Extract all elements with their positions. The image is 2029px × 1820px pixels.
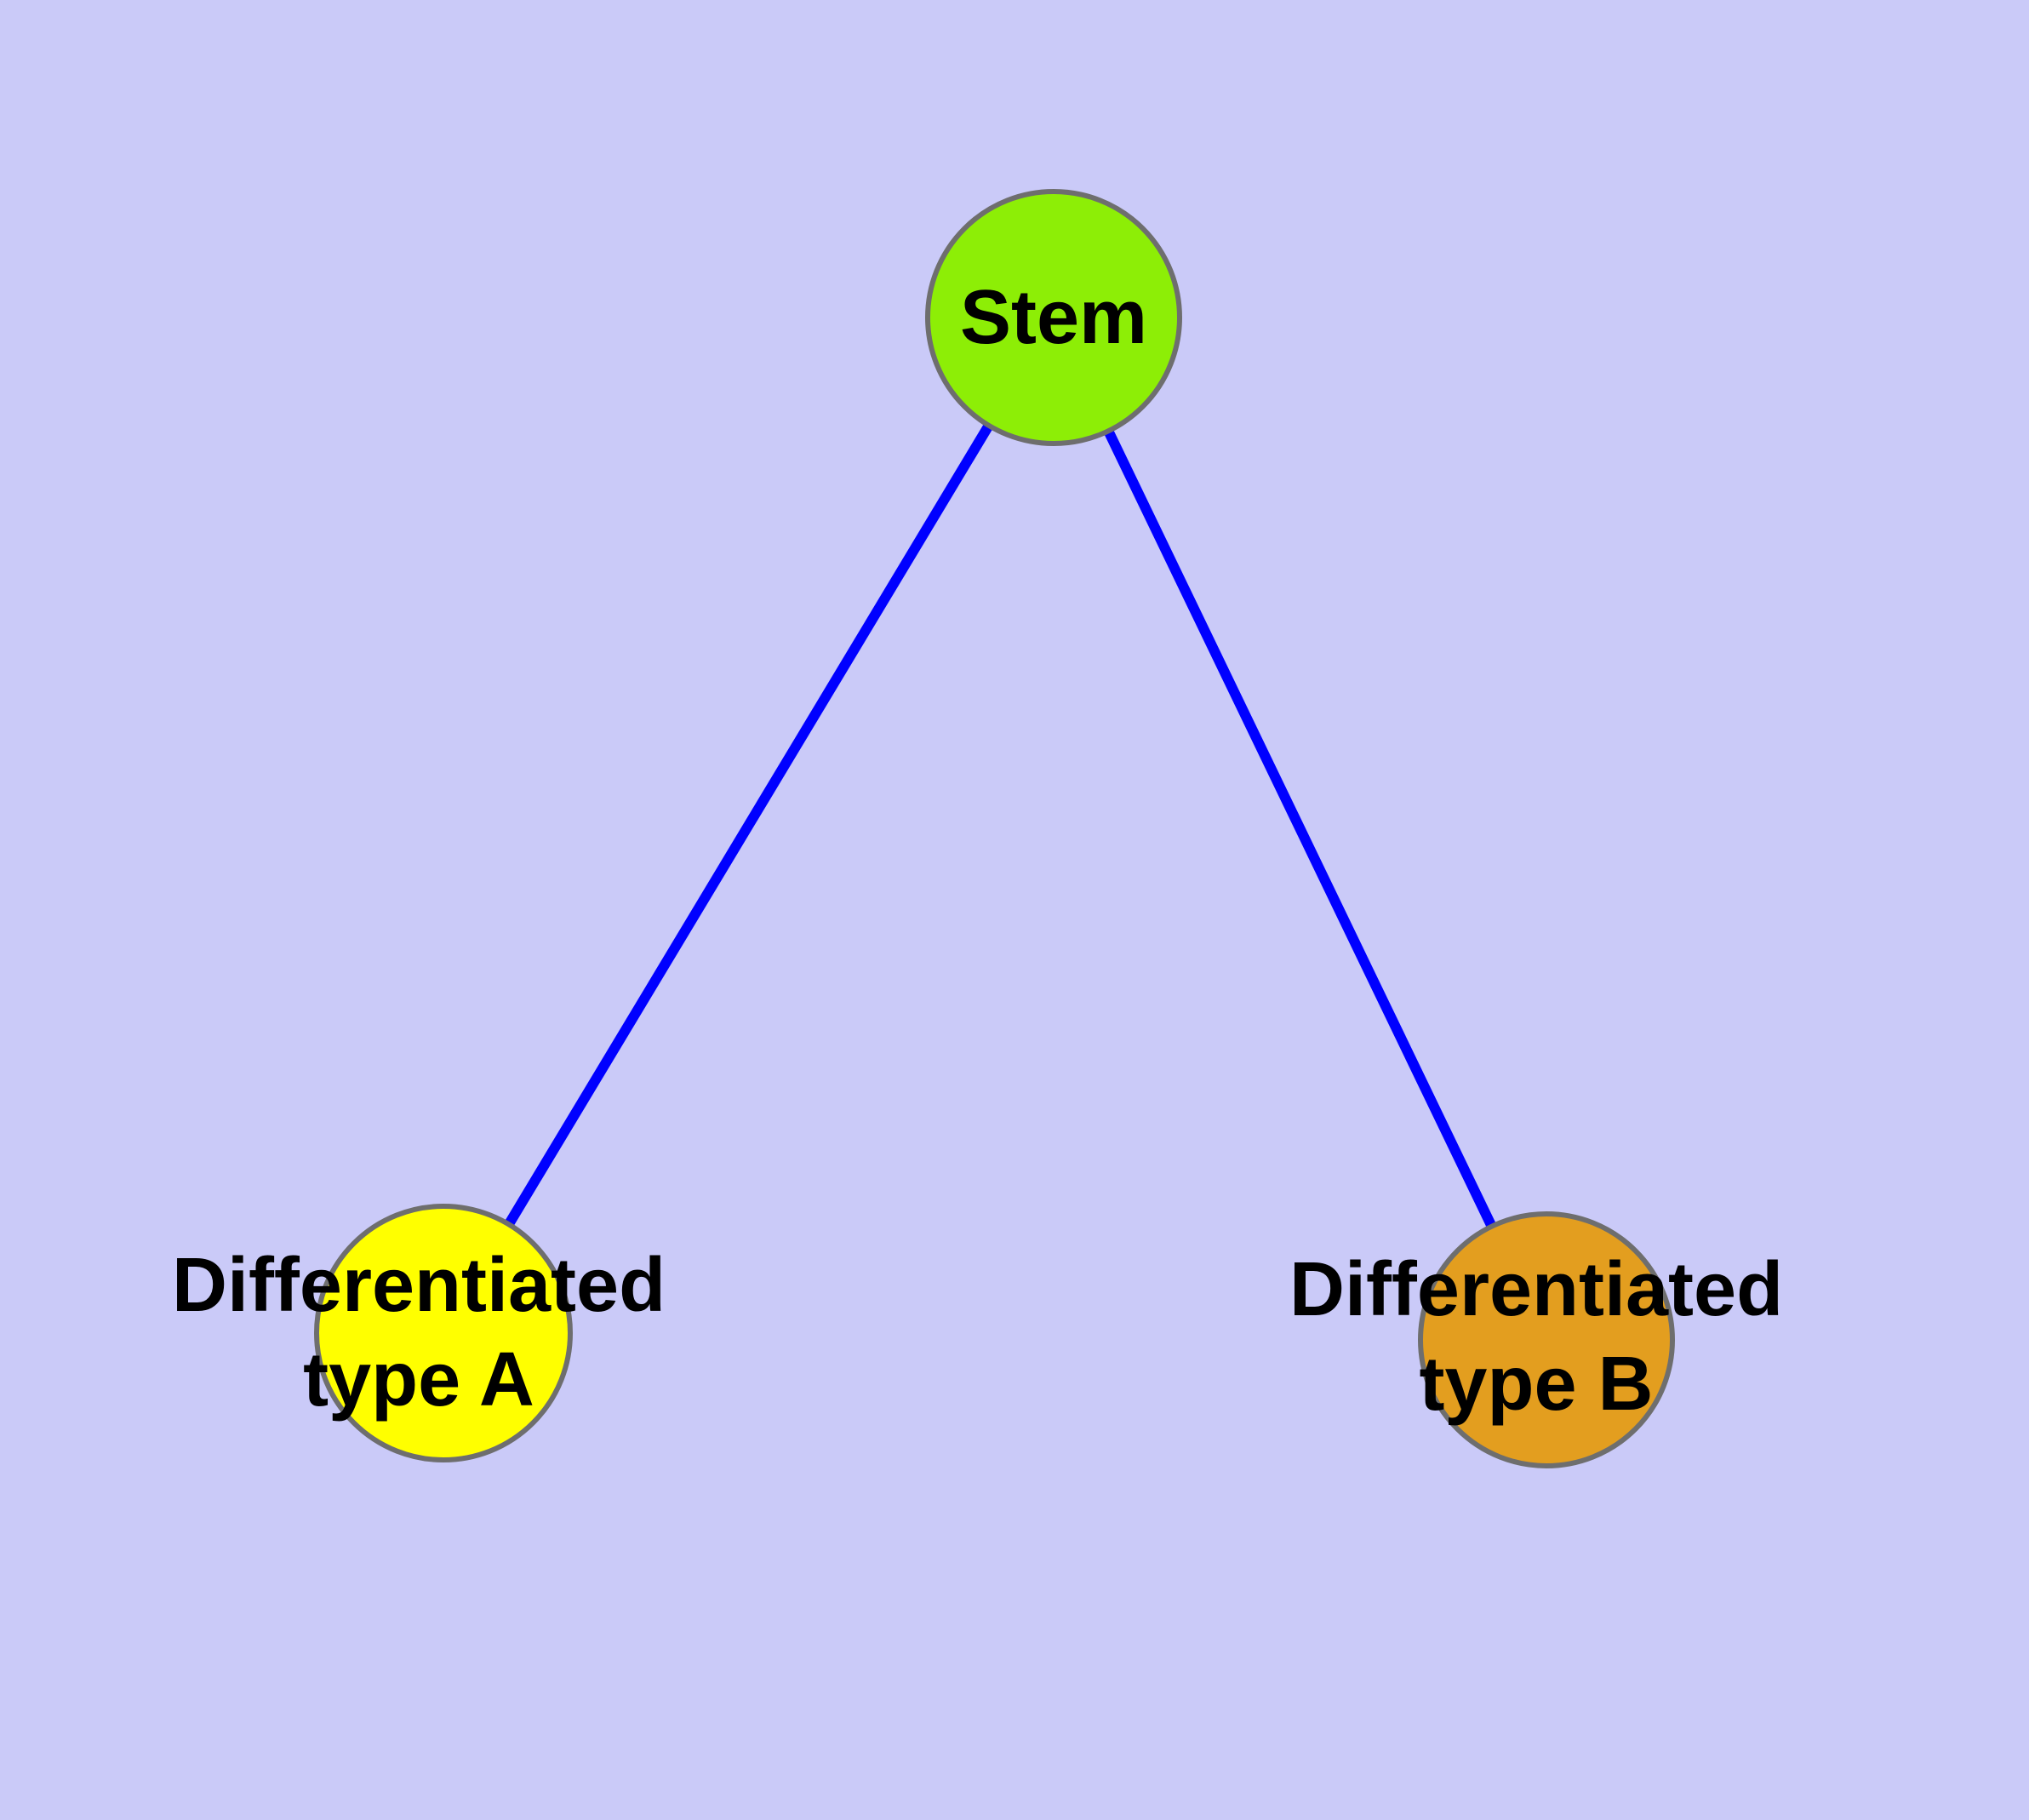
node-differentiated-type-b-label: Differentiated type B xyxy=(1289,1243,1783,1432)
label-line-1: Differentiated xyxy=(171,1243,666,1328)
node-stem-label: Stem xyxy=(959,274,1148,360)
label-line-1: Differentiated xyxy=(1289,1247,1784,1332)
edge-stem-to-type-a xyxy=(438,314,1059,1336)
node-differentiated-type-b[interactable] xyxy=(1418,1211,1675,1468)
label-line-2: type B xyxy=(1419,1342,1654,1427)
node-differentiated-type-a-label: Differentiated type A xyxy=(172,1239,666,1428)
edge-stem-to-type-b xyxy=(1049,315,1552,1342)
label-line-2: type A xyxy=(303,1337,534,1422)
node-stem[interactable]: Stem xyxy=(925,189,1182,446)
node-differentiated-type-a[interactable] xyxy=(314,1204,573,1462)
